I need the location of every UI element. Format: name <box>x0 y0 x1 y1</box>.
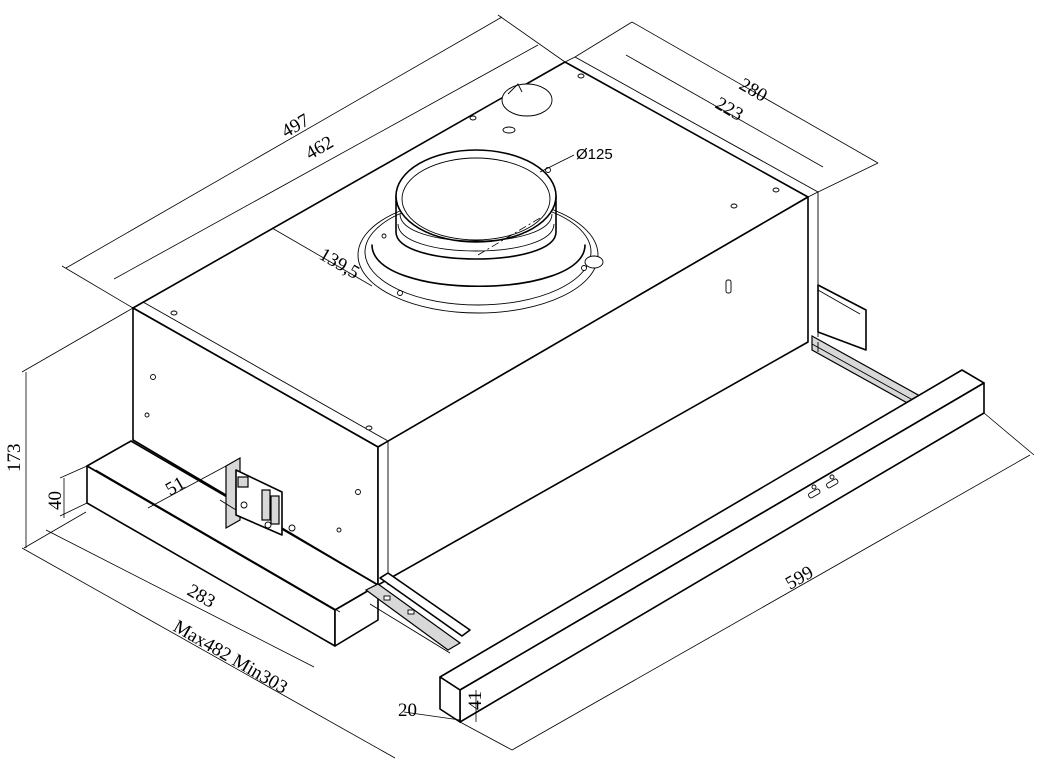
hood-body <box>132 56 819 586</box>
panel-button <box>826 478 839 489</box>
top-hole <box>772 187 780 193</box>
slide-rail-right <box>811 284 921 412</box>
hood-right-face <box>377 196 809 586</box>
dim-front-thickness: 20 <box>398 700 417 721</box>
dim-slide-range: Max482 Min303 <box>170 616 292 698</box>
duct-collar <box>371 244 586 288</box>
side-hole <box>144 412 150 418</box>
mounting-bracket <box>219 456 296 536</box>
dim-side-outer: 280 <box>736 74 771 106</box>
flange-screw-hole <box>581 265 587 271</box>
top-hole <box>469 115 477 121</box>
flange-screw-hole <box>397 290 403 296</box>
dim-base-width: 283 <box>184 580 219 612</box>
duct-outlet <box>357 149 604 314</box>
cable-hole <box>501 83 553 117</box>
dim-depth-inner: 462 <box>302 132 337 164</box>
slide-rail-front <box>364 572 471 654</box>
dim-height-base: 40 <box>45 491 66 510</box>
flange-screw-hole <box>381 233 387 239</box>
dim-depth-outer: 497 <box>278 110 313 142</box>
side-hole <box>336 527 342 533</box>
duct-rim <box>395 149 557 243</box>
panel-button <box>808 488 821 499</box>
dim-duct-diameter: Ø125 <box>576 146 613 163</box>
dimension-lines <box>21 14 1035 759</box>
top-hole <box>730 203 738 209</box>
dim-front-width: 599 <box>782 562 817 594</box>
slot-hole <box>502 126 516 134</box>
dim-front-height: 41 <box>465 691 486 710</box>
top-hole <box>170 310 178 316</box>
top-hole <box>365 425 373 431</box>
side-slot <box>725 279 732 294</box>
side-hole <box>355 489 361 495</box>
base-tray-side <box>334 584 379 647</box>
side-hole <box>150 374 156 380</box>
top-hole <box>577 73 585 79</box>
base-tray <box>86 440 379 647</box>
dim-height-total: 173 <box>4 444 25 473</box>
